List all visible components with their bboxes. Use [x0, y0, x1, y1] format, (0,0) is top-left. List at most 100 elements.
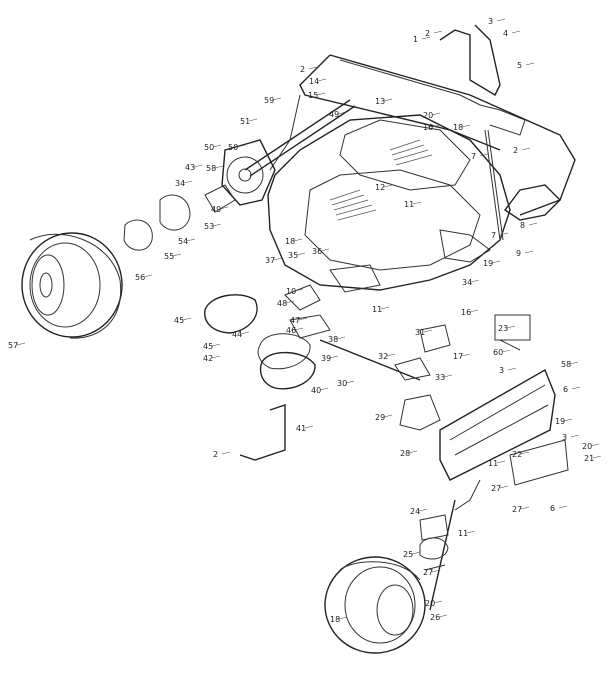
callout-38: 38 [328, 335, 338, 344]
main-frame [267, 24, 576, 291]
callout-42: 42 [203, 354, 213, 363]
callout-2: 2 [213, 450, 218, 459]
leader-line [337, 111, 347, 115]
leader-line [186, 238, 196, 242]
leader-line [418, 508, 428, 512]
leader-line [431, 569, 441, 573]
callout-7: 7 [491, 231, 496, 240]
callout-27: 27 [512, 505, 522, 514]
leader-line [569, 361, 579, 365]
leader-line [221, 451, 231, 455]
leader-line [423, 329, 433, 333]
callout-43: 43 [185, 163, 195, 172]
callout-50: 50 [204, 143, 214, 152]
leader-line [411, 551, 421, 555]
callout-55: 55 [164, 252, 174, 261]
callout-4: 4 [503, 29, 508, 38]
callout-2: 2 [425, 29, 430, 38]
callout-22: 22 [512, 450, 522, 459]
leader-line [421, 36, 431, 40]
leader-line [212, 144, 222, 148]
leader-line [273, 257, 283, 261]
leader-line [294, 327, 304, 331]
leader-line [285, 300, 295, 304]
leader-line [304, 425, 314, 429]
callout-16: 16 [461, 308, 471, 317]
leader-line [499, 232, 509, 236]
leader-line [433, 30, 443, 34]
callout-27: 27 [491, 484, 501, 493]
leader-line [296, 252, 306, 256]
leader-line [248, 118, 258, 122]
leader-line [236, 144, 246, 148]
leader-line [143, 274, 153, 278]
callout-11: 11 [372, 305, 382, 314]
leader-line [507, 367, 517, 371]
callout-5: 5 [517, 61, 522, 70]
leader-line [590, 443, 600, 447]
callout-39: 39 [321, 354, 331, 363]
leader-line [338, 616, 348, 620]
callout-13: 13 [375, 97, 385, 106]
callout-40: 40 [311, 386, 321, 395]
leader-line [336, 336, 346, 340]
callout-24: 24 [410, 507, 420, 516]
leader-line [466, 530, 476, 534]
leader-line [240, 331, 250, 335]
callout-20: 20 [425, 599, 435, 608]
callout-7: 7 [471, 152, 476, 161]
leader-line [182, 317, 192, 321]
steering-assembly [123, 99, 356, 251]
leader-line [570, 434, 580, 438]
callout-58: 58 [206, 164, 216, 173]
callout-34: 34 [462, 278, 472, 287]
callout-27: 27 [423, 568, 433, 577]
leader-line [461, 124, 471, 128]
front-wheel-right [324, 556, 426, 654]
leader-line [520, 451, 530, 455]
leader-line [317, 78, 327, 82]
callout-8: 8 [520, 221, 525, 230]
callout-53: 53 [204, 222, 214, 231]
leader-line [345, 380, 355, 384]
callout-32: 32 [378, 352, 388, 361]
leader-line [380, 306, 390, 310]
callout-3: 3 [562, 433, 567, 442]
callout-31: 31 [415, 328, 425, 337]
front-axle-assembly [204, 264, 451, 461]
callout-3: 3 [488, 17, 493, 26]
leader-line [571, 386, 581, 390]
leader-line [408, 450, 418, 454]
leader-line [172, 253, 182, 257]
leader-line [524, 250, 534, 254]
leader-line [431, 112, 441, 116]
callout-58: 58 [561, 360, 571, 369]
callout-34: 34 [175, 179, 185, 188]
leader-line [308, 66, 318, 70]
callout-44: 44 [232, 330, 242, 339]
leader-line [521, 147, 531, 151]
leader-line [193, 164, 203, 168]
callout-2: 2 [513, 146, 518, 155]
leader-line [431, 124, 441, 128]
callout-18: 18 [453, 123, 463, 132]
callout-36: 36 [312, 247, 322, 256]
callout-50: 50 [228, 143, 238, 152]
leader-line [499, 485, 509, 489]
callout-12: 12 [375, 183, 385, 192]
callout-45: 45 [174, 316, 184, 325]
callout-11: 11 [488, 459, 498, 468]
leader-line [272, 97, 282, 101]
leader-line [479, 153, 489, 157]
leader-line [383, 98, 393, 102]
leader-line [563, 418, 573, 422]
leader-line [316, 92, 326, 96]
callout-41: 41 [296, 424, 306, 433]
callout-60: 60 [493, 348, 503, 357]
callout-26: 26 [430, 613, 440, 622]
callout-18: 18 [330, 615, 340, 624]
callout-45: 45 [203, 342, 213, 351]
callout-1: 1 [413, 35, 418, 44]
